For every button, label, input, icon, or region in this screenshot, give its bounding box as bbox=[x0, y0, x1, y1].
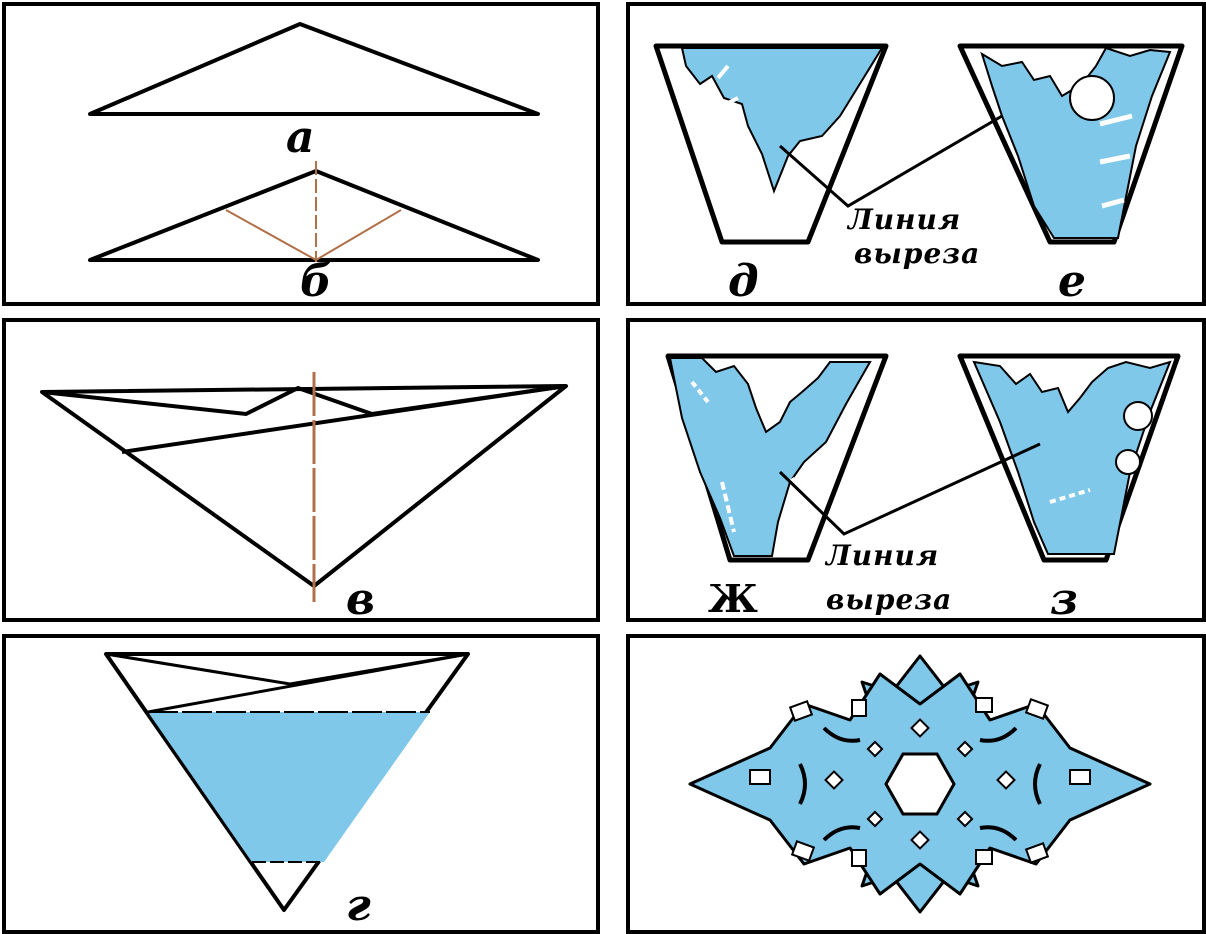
cut-line-caption-bottom-2: выреза bbox=[826, 586, 952, 614]
cone-fill-diagram bbox=[6, 638, 596, 930]
triangle-b bbox=[90, 171, 538, 260]
label-b: б bbox=[300, 260, 332, 304]
cut-line-caption-top-1: Линия bbox=[848, 206, 961, 234]
cone-e-hole bbox=[1070, 76, 1114, 120]
panel-v: в bbox=[2, 318, 600, 622]
cut-line-caption-top-2: выреза bbox=[854, 240, 980, 268]
snowflake-diagram bbox=[630, 638, 1202, 930]
label-g: г bbox=[346, 884, 371, 928]
label-v: в bbox=[346, 578, 375, 622]
cone-z-hole-1 bbox=[1124, 402, 1152, 430]
panel-zh-z: Линия выреза Ж з bbox=[626, 318, 1206, 622]
panel-a-b: а б bbox=[2, 2, 600, 306]
label-zh: Ж bbox=[708, 580, 758, 618]
snowflake-center-hole bbox=[886, 754, 954, 814]
label-d: д bbox=[728, 260, 759, 304]
cut-line-caption-bottom-1: Линия bbox=[826, 542, 939, 570]
label-a: а bbox=[286, 116, 315, 160]
triangle-a bbox=[90, 24, 538, 114]
cone-g-fill bbox=[148, 712, 430, 862]
cone-z-hole-2 bbox=[1116, 450, 1140, 474]
panel-g: г bbox=[2, 634, 600, 934]
folded-triangle-diagram bbox=[6, 322, 596, 618]
folded-shape bbox=[42, 386, 566, 586]
panel-snowflake bbox=[626, 634, 1206, 934]
label-e: е bbox=[1058, 260, 1086, 304]
label-z: з bbox=[1050, 578, 1078, 622]
cutout-diagrams-zh-z bbox=[630, 322, 1202, 618]
panel-d-e: Линия выреза д е bbox=[626, 2, 1206, 306]
